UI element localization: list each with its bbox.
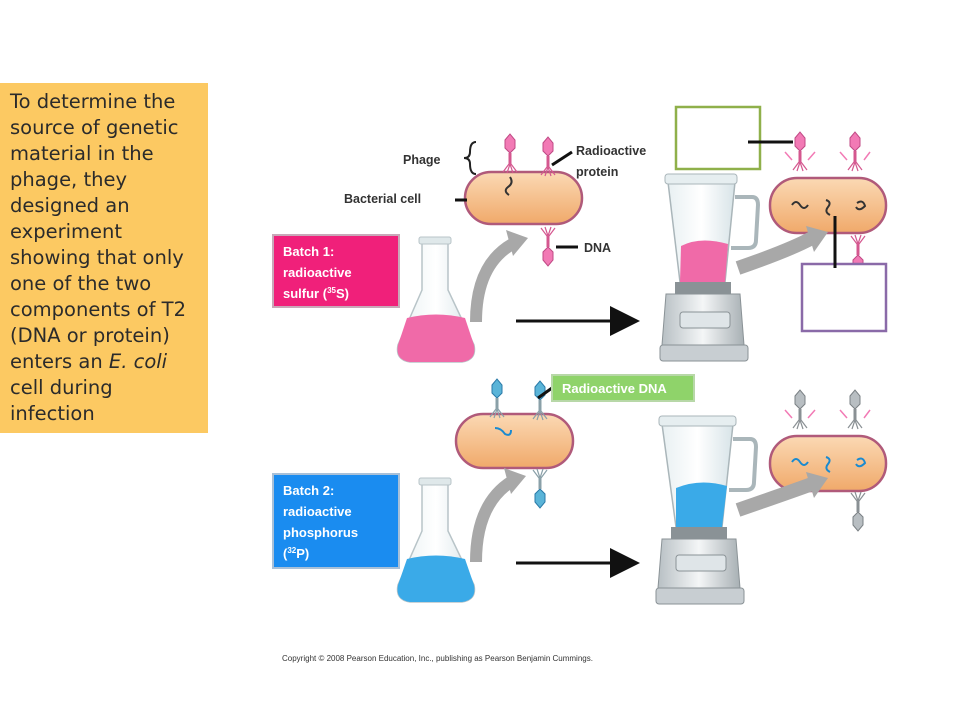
batch2-line3: phosphorus <box>283 525 358 540</box>
copyright-notice: Copyright © 2008 Pearson Education, Inc.… <box>282 654 593 663</box>
bacterial-cell-bottom-right <box>768 434 888 493</box>
batch2-line1: Batch 2: <box>283 483 334 498</box>
batch2-line4: (32P) <box>283 546 309 561</box>
description-panel: To determine the source of genetic mater… <box>0 83 208 433</box>
curved-arrow-bottom <box>470 474 518 563</box>
curved-arrow-bottom-right-head <box>806 472 828 498</box>
curved-arrow-bottom-head <box>504 468 526 494</box>
answer-box-green <box>674 105 762 171</box>
phage-blue-1 <box>489 378 505 419</box>
radioactive-protein-label-1: Radioactive <box>576 144 646 158</box>
curved-arrow-top-right <box>735 231 816 275</box>
radioactive-dna-pointer <box>537 386 553 400</box>
curved-arrow-top-head <box>506 230 528 256</box>
phage-label: Phage <box>403 153 441 167</box>
phage-pink-4 <box>792 131 808 172</box>
radioactive-protein-label-2: protein <box>576 165 618 179</box>
phage-pink-2 <box>540 136 556 177</box>
phage-pink-3 <box>540 226 556 267</box>
curved-arrow-top <box>470 236 519 323</box>
phage-bracket <box>463 141 477 175</box>
bacterial-cell-top <box>463 170 584 226</box>
curved-arrow-bottom-right <box>735 477 815 517</box>
blender-bottom <box>655 415 759 605</box>
phage-pink-5 <box>847 131 863 172</box>
bacterial-cell-top-right <box>768 176 888 235</box>
flask-phosphorus <box>396 477 476 603</box>
bacterial-cell-bottom <box>454 412 575 470</box>
radioactive-protein-pointer <box>551 150 573 167</box>
phage-gray-1 <box>792 389 808 430</box>
phage-blue-3 <box>532 468 548 509</box>
batch1-line2: radioactive <box>283 265 352 280</box>
flask-sulfur <box>396 236 476 363</box>
injected-strand <box>504 176 513 196</box>
radioactive-dna-box: Radioactive DNA <box>551 374 695 402</box>
batch1-line1: Batch 1: <box>283 244 334 259</box>
batch2-box: Batch 2: radioactive phosphorus (32P) <box>272 473 400 569</box>
batch1-box: Batch 1: radioactive sulfur (35S) <box>272 234 400 308</box>
answer-box-purple <box>800 262 888 333</box>
phage-pink-1 <box>502 133 518 174</box>
dna-label: DNA <box>584 241 611 255</box>
shear-marks-bottom <box>784 409 871 419</box>
description-text: To determine the source of genetic mater… <box>10 90 186 425</box>
batch1-line3: sulfur (35S) <box>283 286 349 301</box>
radioactive-dna-label: Radioactive DNA <box>562 381 667 396</box>
phage-gray-2 <box>847 389 863 430</box>
blender-top <box>659 173 761 362</box>
curved-arrow-top-right-head <box>806 226 828 252</box>
shear-marks-top <box>784 151 871 161</box>
phage-gray-3 <box>850 491 866 532</box>
bacterial-cell-label: Bacterial cell <box>344 192 421 206</box>
batch2-line2: radioactive <box>283 504 352 519</box>
